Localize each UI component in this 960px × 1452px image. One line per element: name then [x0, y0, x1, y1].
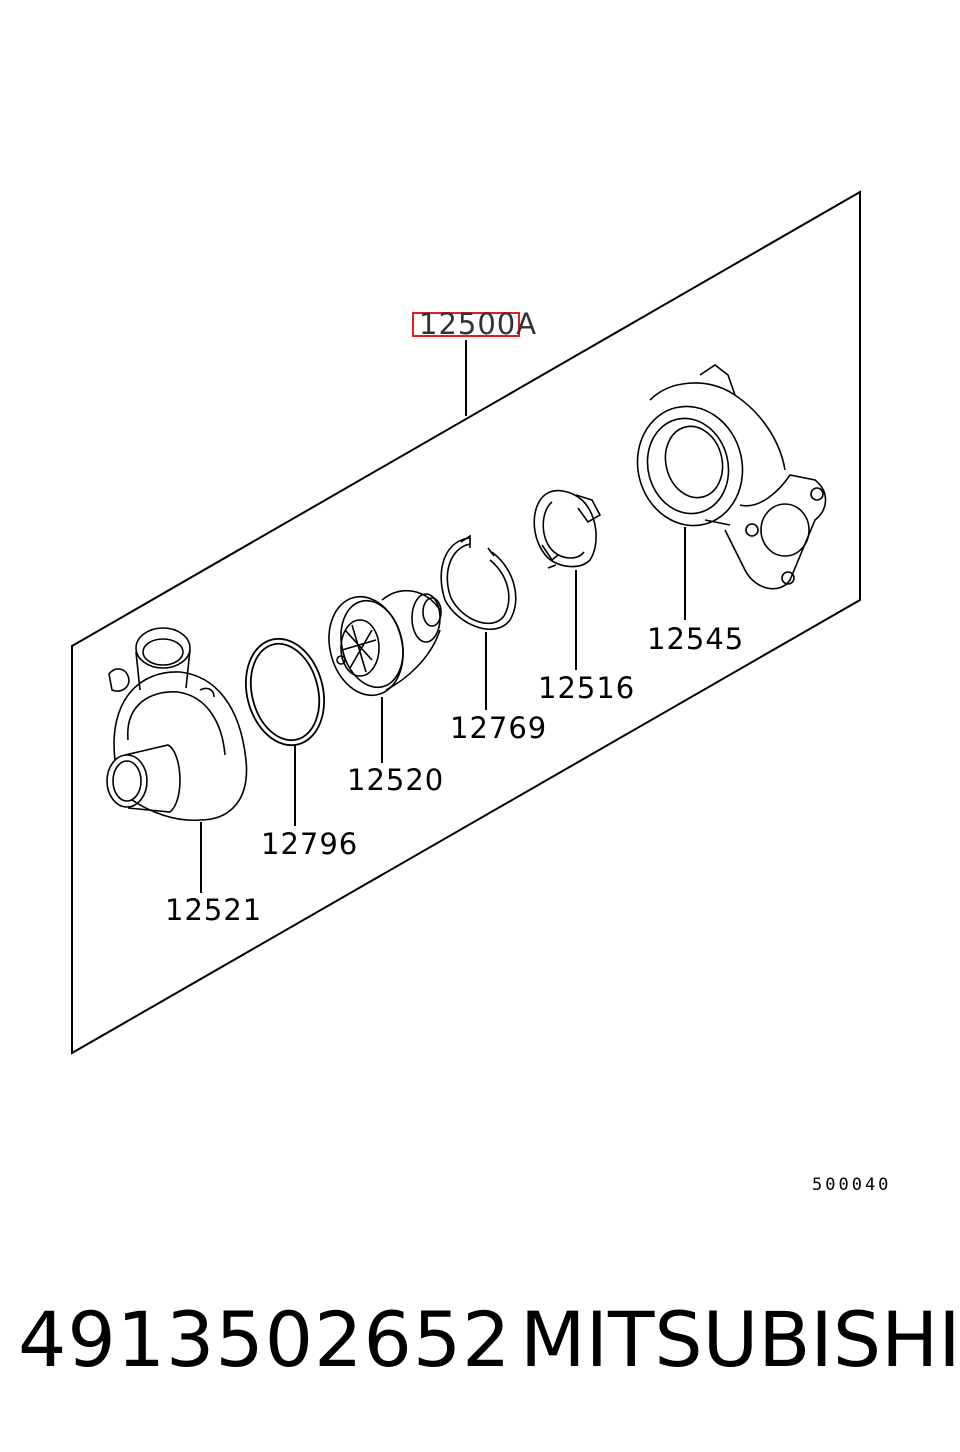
clamp-callout: 12516: [538, 671, 635, 705]
turbine-housing-callout: 12545: [647, 622, 744, 656]
clamp-part: [533, 489, 602, 569]
part-number: 4913502652: [18, 1295, 512, 1384]
snap-ring-callout: 12769: [450, 711, 547, 745]
compressor-housing-part: [106, 627, 248, 822]
assembly-frame: [71, 190, 861, 1055]
compressor-housing-callout: 12521: [165, 893, 262, 927]
turbine-housing-part: [636, 364, 827, 590]
brand-name: MITSUBISHI: [520, 1295, 960, 1384]
snap-ring-part: [440, 534, 517, 631]
o-ring-part: [244, 637, 326, 747]
assembly-callout-highlight: [412, 312, 520, 337]
assembly-callout: 12500A: [419, 307, 537, 341]
exploded-parts-diagram: 12500A 12521 12796 12520: [71, 190, 891, 1195]
cartridge-callout: 12520: [347, 763, 444, 797]
diagram-code: 500040: [812, 1175, 891, 1195]
o-ring-callout: 12796: [261, 827, 358, 861]
cartridge-part: [328, 589, 442, 697]
part-info-footer: 4913502652 MITSUBISHI: [0, 1295, 960, 1405]
